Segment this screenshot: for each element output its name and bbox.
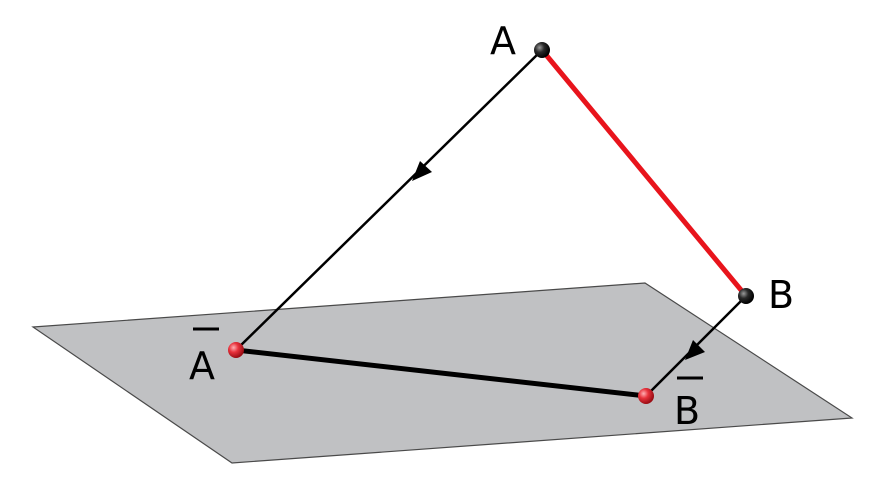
point-b (738, 288, 754, 304)
projection-ray-a (235, 49, 543, 351)
segment-ab (539, 47, 749, 299)
arrowhead-ray-a (412, 161, 432, 181)
label-b: B (768, 273, 794, 317)
point-a (534, 42, 550, 58)
arrowhead-ray-b (685, 340, 705, 360)
label-a-projection: A (189, 344, 215, 388)
point-a-projection (228, 342, 244, 358)
projected-segment (233, 347, 649, 399)
point-b-projection (638, 388, 654, 404)
label-a: A (490, 19, 516, 63)
label-b-projection: B (674, 389, 700, 433)
